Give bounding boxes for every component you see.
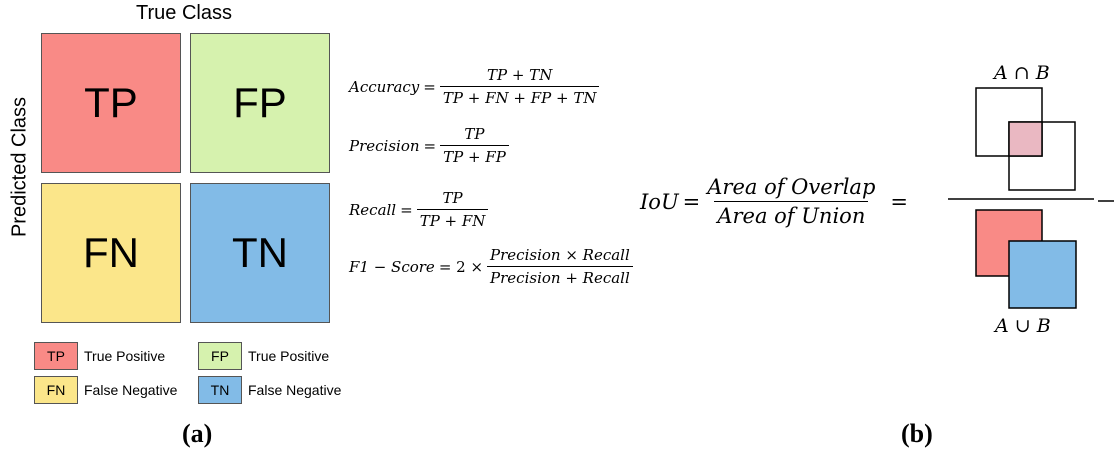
iou-formula: IoU = Area of Overlap Area of Union = xyxy=(640,175,912,228)
recall-fraction: TP TP + FN xyxy=(416,189,489,230)
accuracy-denominator: TP + FN + FP + TN xyxy=(439,86,600,107)
accuracy-eq: = xyxy=(423,77,436,96)
f1-fraction: Precision × Recall Precision + Recall xyxy=(487,246,633,287)
union-label: A ∪ B xyxy=(995,315,1051,337)
recall-numerator: TP xyxy=(442,189,463,207)
iou-eq: = xyxy=(682,189,701,214)
precision-lhs: Precision xyxy=(349,136,420,155)
precision-numerator: TP xyxy=(464,125,485,143)
precision-formula: Precision = TP TP + FP xyxy=(349,125,509,166)
accuracy-lhs: Accuracy xyxy=(349,77,420,96)
iou-numerator: Area of Overlap xyxy=(707,175,876,199)
legend-fp-swatch: FP xyxy=(198,342,242,370)
overlap-region xyxy=(1008,121,1043,157)
cell-fn: FN xyxy=(41,183,181,323)
f1-lhs: F1 − Score xyxy=(349,257,435,276)
panel-a-label: (a) xyxy=(182,419,213,448)
accuracy-fraction: TP + TN TP + FN + FP + TN xyxy=(439,66,600,107)
predicted-class-label: Predicted Class xyxy=(8,96,31,238)
f1-formula: F1 − Score = 2 × Precision × Recall Prec… xyxy=(349,246,633,287)
legend-fn-text: False Negative xyxy=(84,382,178,398)
iou-diagram xyxy=(948,87,1114,309)
precision-denominator: TP + FP xyxy=(440,145,509,166)
f1-denominator: Precision + Recall xyxy=(487,266,633,287)
legend-fn-swatch: FN xyxy=(34,376,78,404)
iou-denominator: Area of Union xyxy=(714,201,869,228)
legend-tp-text: True Positive xyxy=(84,348,166,364)
precision-fraction: TP TP + FP xyxy=(440,125,509,166)
accuracy-numerator: TP + TN xyxy=(486,66,553,84)
union-set-b xyxy=(1008,240,1077,309)
recall-formula: Recall = TP TP + FN xyxy=(349,189,489,230)
iou-lhs: IoU xyxy=(640,189,679,214)
precision-eq: = xyxy=(423,136,437,155)
iou-eq2: = xyxy=(890,189,909,214)
recall-lhs: Recall xyxy=(349,200,397,219)
cell-tn: TN xyxy=(190,183,330,323)
recall-denominator: TP + FN xyxy=(416,209,489,230)
true-class-label: True Class xyxy=(136,2,232,24)
legend-tn-text: False Negative xyxy=(248,382,342,398)
cell-tp: TP xyxy=(41,33,181,173)
legend-tn-swatch: TN xyxy=(198,376,242,404)
f1-numerator: Precision × Recall xyxy=(490,246,630,264)
legend-tp-swatch: TP xyxy=(34,342,78,370)
legend-fp-text: True Positive xyxy=(248,348,330,364)
intersection-label: A ∩ B xyxy=(994,62,1050,84)
cell-fp: FP xyxy=(190,33,330,173)
accuracy-formula: Accuracy = TP + TN TP + FN + FP + TN xyxy=(349,66,600,107)
panel-b-label: (b) xyxy=(901,419,933,448)
f1-eq: = 2 × xyxy=(438,257,484,276)
recall-eq: = xyxy=(400,200,413,219)
iou-fraction: Area of Overlap Area of Union xyxy=(704,175,878,228)
